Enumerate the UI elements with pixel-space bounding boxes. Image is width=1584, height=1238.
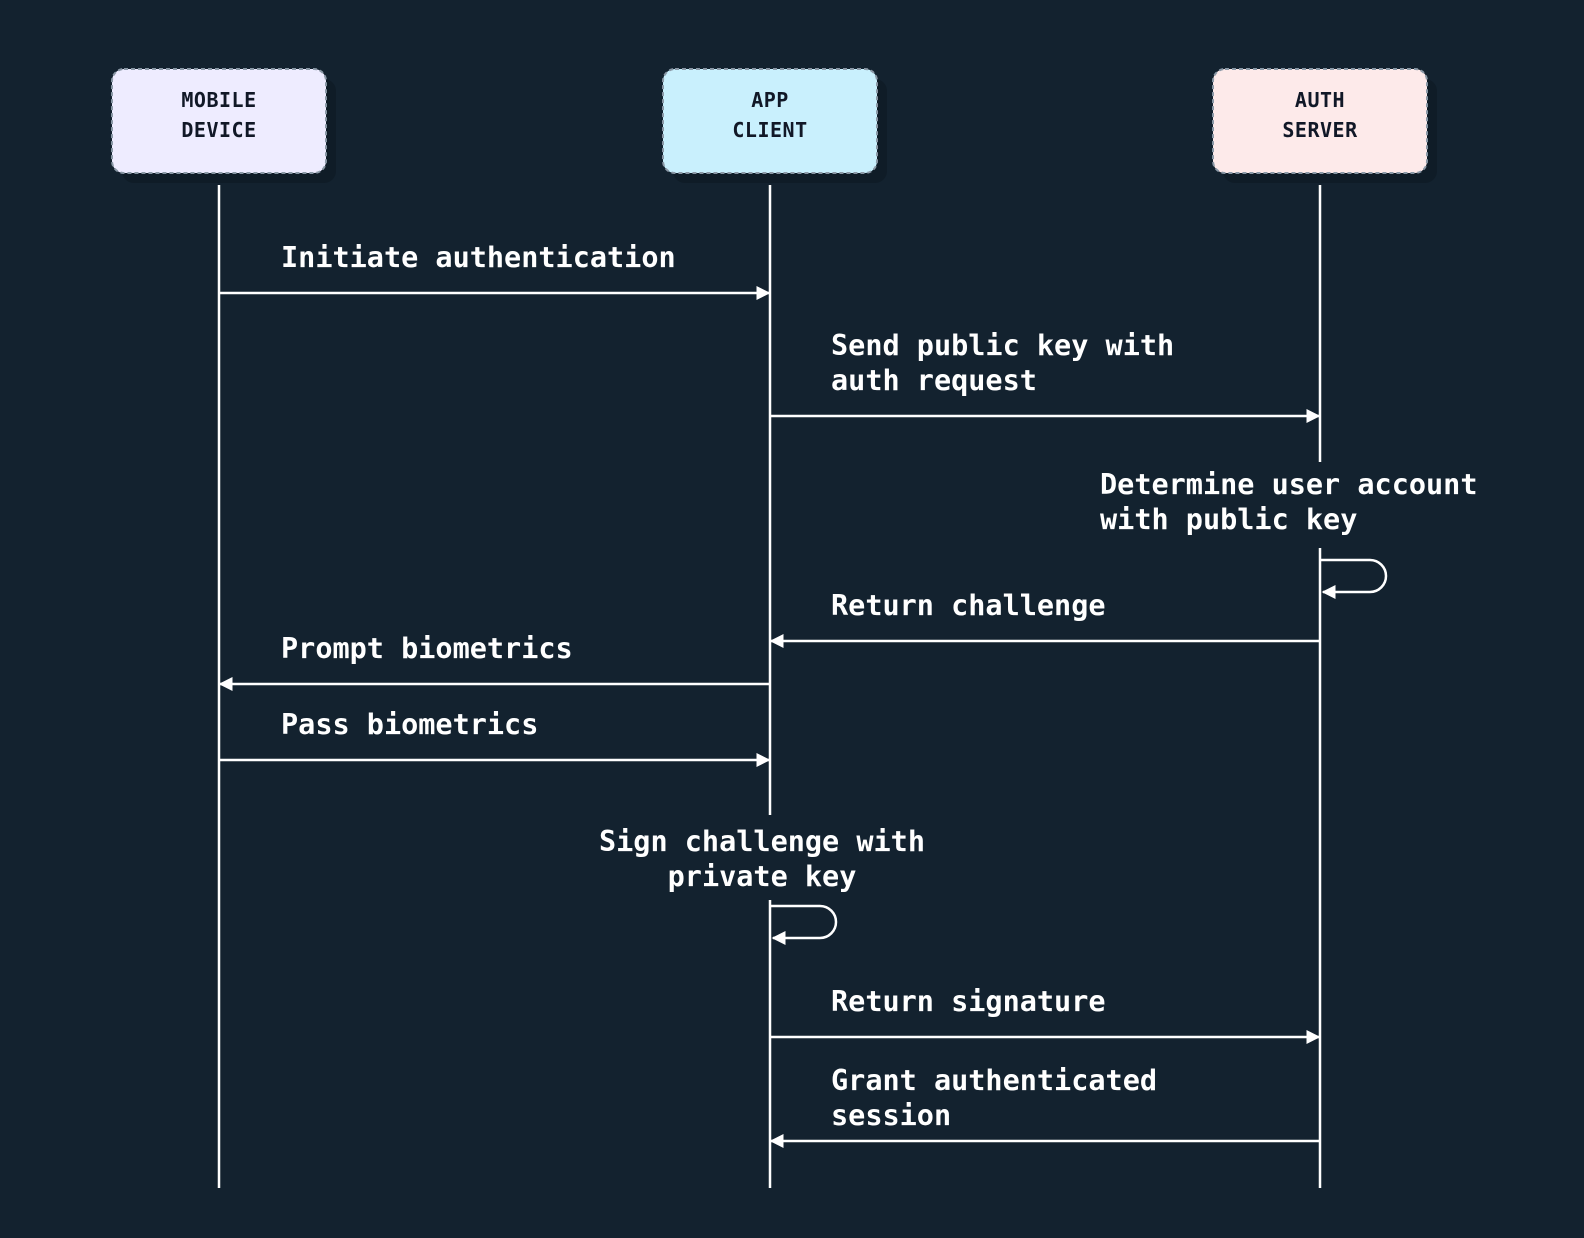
msg-return-challenge: Return challenge: [769, 589, 1320, 648]
participants: MOBILE DEVICE APP CLIENT AUTH SERVER: [111, 68, 1437, 183]
message-label: Grant authenticated: [831, 1064, 1157, 1097]
participant-auth: AUTH SERVER: [1212, 68, 1437, 183]
message-label: Return signature: [831, 985, 1106, 1018]
participant-app: APP CLIENT: [662, 68, 887, 183]
msg-return-signature: Return signature: [770, 985, 1321, 1044]
msg-pass-biometrics: Pass biometrics: [219, 708, 771, 767]
participant-box: [662, 68, 878, 174]
self-message-loop-arrow: [770, 904, 838, 945]
msg-initiate: Initiate authentication: [219, 241, 771, 300]
participant-label: AUTH: [1295, 88, 1345, 112]
message-label: Return challenge: [831, 589, 1106, 622]
self-message-loop-arrow: [1320, 558, 1388, 599]
participant-box: [111, 68, 327, 174]
message-label: Determine user account: [1100, 468, 1478, 501]
participant-label: SERVER: [1282, 118, 1358, 142]
participant-label: APP: [751, 88, 789, 112]
message-label: Initiate authentication: [281, 241, 676, 274]
message-label: with public key: [1100, 503, 1357, 536]
message-label: private key: [668, 860, 857, 893]
participant-label: CLIENT: [732, 118, 807, 142]
participant-label: DEVICE: [181, 118, 256, 142]
message-label: auth request: [831, 364, 1037, 397]
message-label: session: [831, 1099, 951, 1132]
message-label: Prompt biometrics: [281, 632, 573, 665]
message-label: Send public key with: [831, 329, 1174, 362]
message-label: Sign challenge with: [599, 825, 925, 858]
participant-label: MOBILE: [181, 88, 256, 112]
participant-mobile: MOBILE DEVICE: [111, 68, 336, 183]
msg-prompt-biometrics: Prompt biometrics: [218, 632, 770, 691]
participant-box: [1212, 68, 1428, 174]
message-label: Pass biometrics: [281, 708, 538, 741]
